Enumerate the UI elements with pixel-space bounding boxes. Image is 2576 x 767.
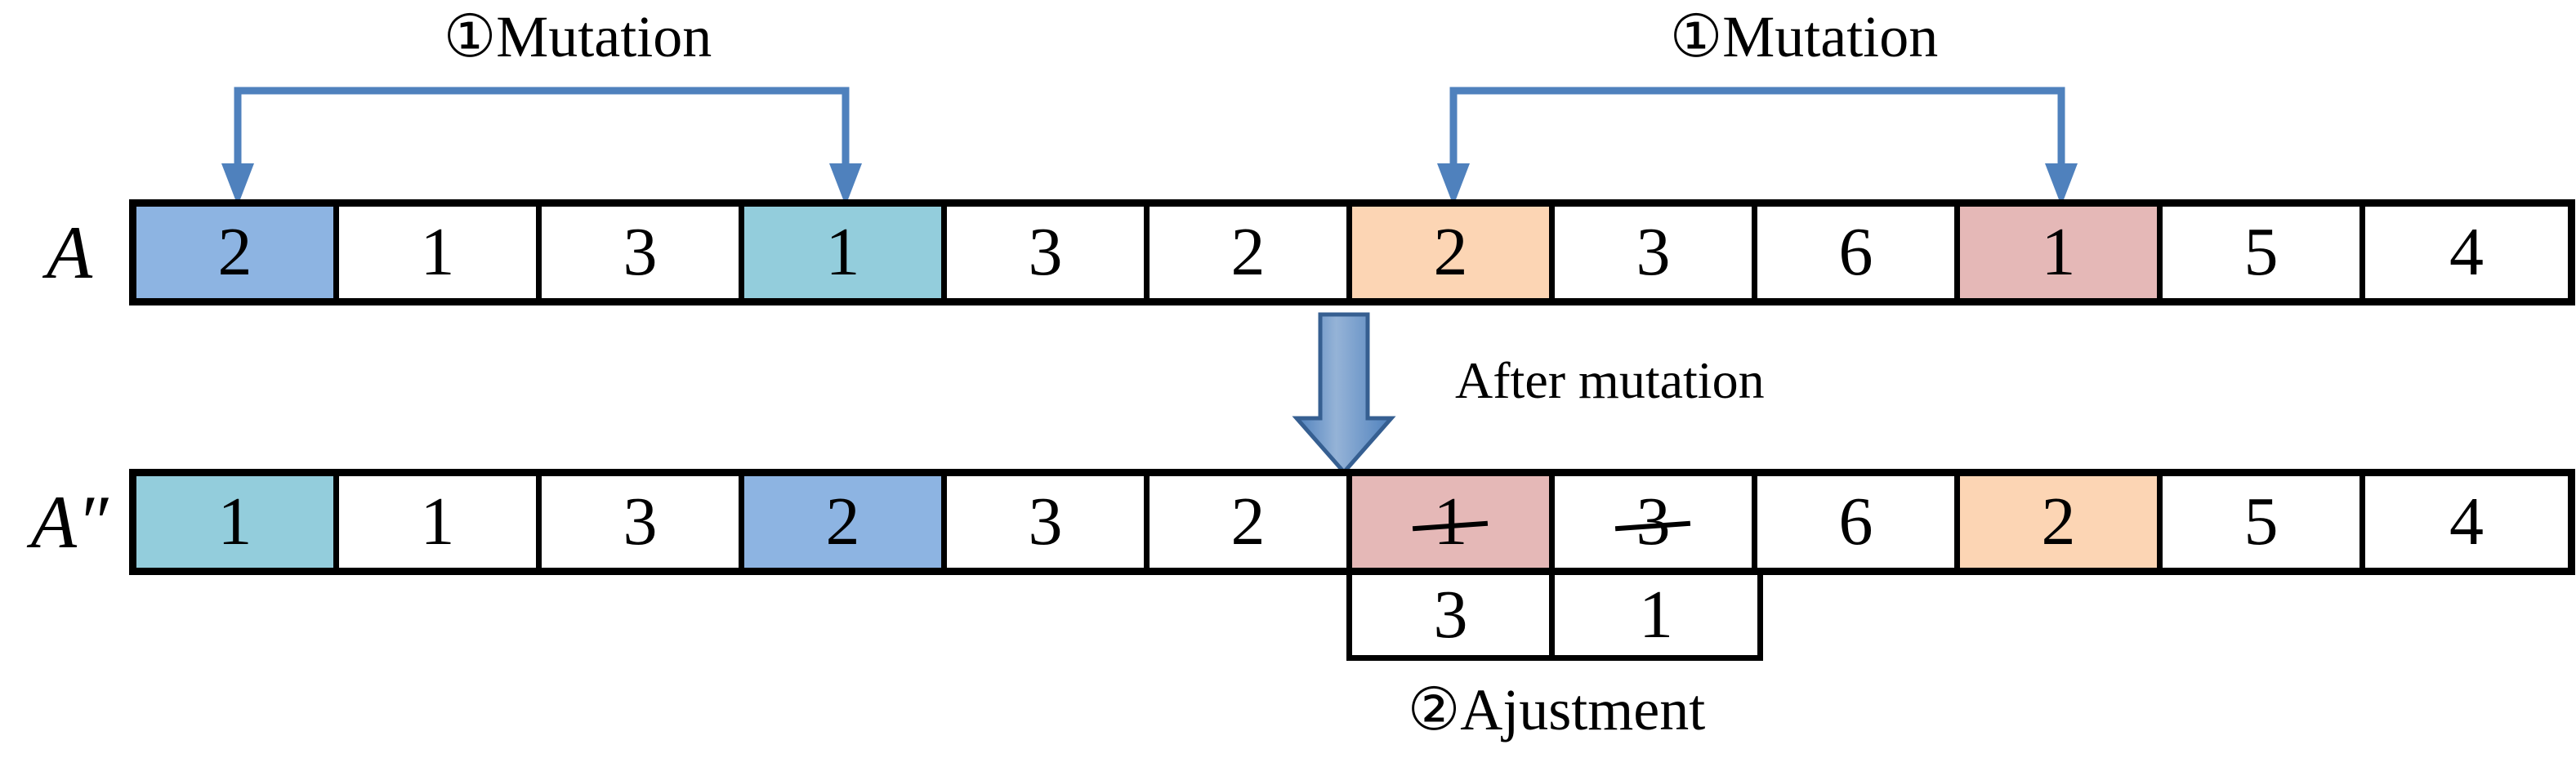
cell-value: 1 (217, 484, 252, 560)
cell-value: 2 (1230, 484, 1266, 560)
mutation-label-right: ①Mutation (1669, 4, 1939, 69)
array-label-before: A (46, 211, 93, 294)
array-cell: 1 (339, 476, 542, 568)
after-mutation-label: After mutation (1455, 351, 1765, 409)
cell-value: 2 (825, 484, 860, 560)
array-cell: 3 (1555, 207, 1757, 298)
cell-value: 6 (1838, 484, 1873, 560)
cell-value: 3 (1028, 214, 1063, 290)
cell-value: 1 (2041, 214, 2076, 290)
cell-value: 5 (2243, 484, 2279, 560)
adjustment-label: ②Ajustment (1407, 677, 1706, 742)
mutation-arrow-left-icon (221, 87, 862, 206)
array-cell: 1 (339, 207, 542, 298)
array-cell: 3 (947, 476, 1150, 568)
array-cell: 2 (744, 476, 947, 568)
cell-value: 3 (623, 484, 658, 560)
array-cell: 1 (136, 476, 339, 568)
array-cell: 6 (1757, 476, 1960, 568)
array-cell: 2 (1352, 207, 1555, 298)
array-cell: 4 (2365, 207, 2568, 298)
cell-value: 1 (825, 214, 860, 290)
cell-value: 3 (1636, 214, 1671, 290)
array-cell: 3 (947, 207, 1150, 298)
array-row-after: 1 1 3 2 3 2 1 3 6 2 5 4 (129, 469, 2575, 575)
down-arrow-icon (1292, 312, 1396, 475)
cell-value: 4 (2449, 214, 2484, 290)
mutation-arrow-right-icon (1437, 87, 2078, 206)
cell-value: 1 (1639, 577, 1673, 653)
cell-value: 5 (2243, 214, 2279, 290)
cell-value: 3 (623, 214, 658, 290)
cell-value: 2 (2041, 484, 2076, 560)
array-cell: 1 (744, 207, 947, 298)
array-row-before: 2 1 3 1 3 2 2 3 6 1 5 4 (129, 199, 2575, 305)
array-cell: 2 (1960, 476, 2163, 568)
array-cell: 1 (1960, 207, 2163, 298)
array-cell: 6 (1757, 207, 1960, 298)
array-cell: 5 (2163, 207, 2365, 298)
cell-value: 2 (217, 214, 252, 290)
cell-value: 3 (1028, 484, 1063, 560)
cell-value: 6 (1838, 214, 1873, 290)
array-cell: 1 (1352, 476, 1555, 568)
array-cell: 4 (2365, 476, 2568, 568)
cell-value: 1 (420, 484, 455, 560)
array-cell: 2 (1150, 476, 1352, 568)
array-cell: 2 (1150, 207, 1352, 298)
array-cell: 3 (542, 207, 744, 298)
cell-value: 3 (1636, 484, 1671, 560)
array-cell: 3 (542, 476, 744, 568)
array-cell: 5 (2163, 476, 2365, 568)
array-cell: 1 (1555, 575, 1757, 655)
cell-value: 2 (1433, 214, 1468, 290)
array-cell: 2 (136, 207, 339, 298)
array-cell: 3 (1352, 575, 1555, 655)
array-label-after: A″ (30, 480, 109, 564)
array-cell: 3 (1555, 476, 1757, 568)
cell-value: 4 (2449, 484, 2484, 560)
cell-value: 3 (1433, 577, 1468, 653)
cell-value: 1 (420, 214, 455, 290)
cell-value: 1 (1433, 484, 1468, 560)
cell-value: 2 (1230, 214, 1266, 290)
mutation-label-left: ①Mutation (443, 4, 712, 69)
